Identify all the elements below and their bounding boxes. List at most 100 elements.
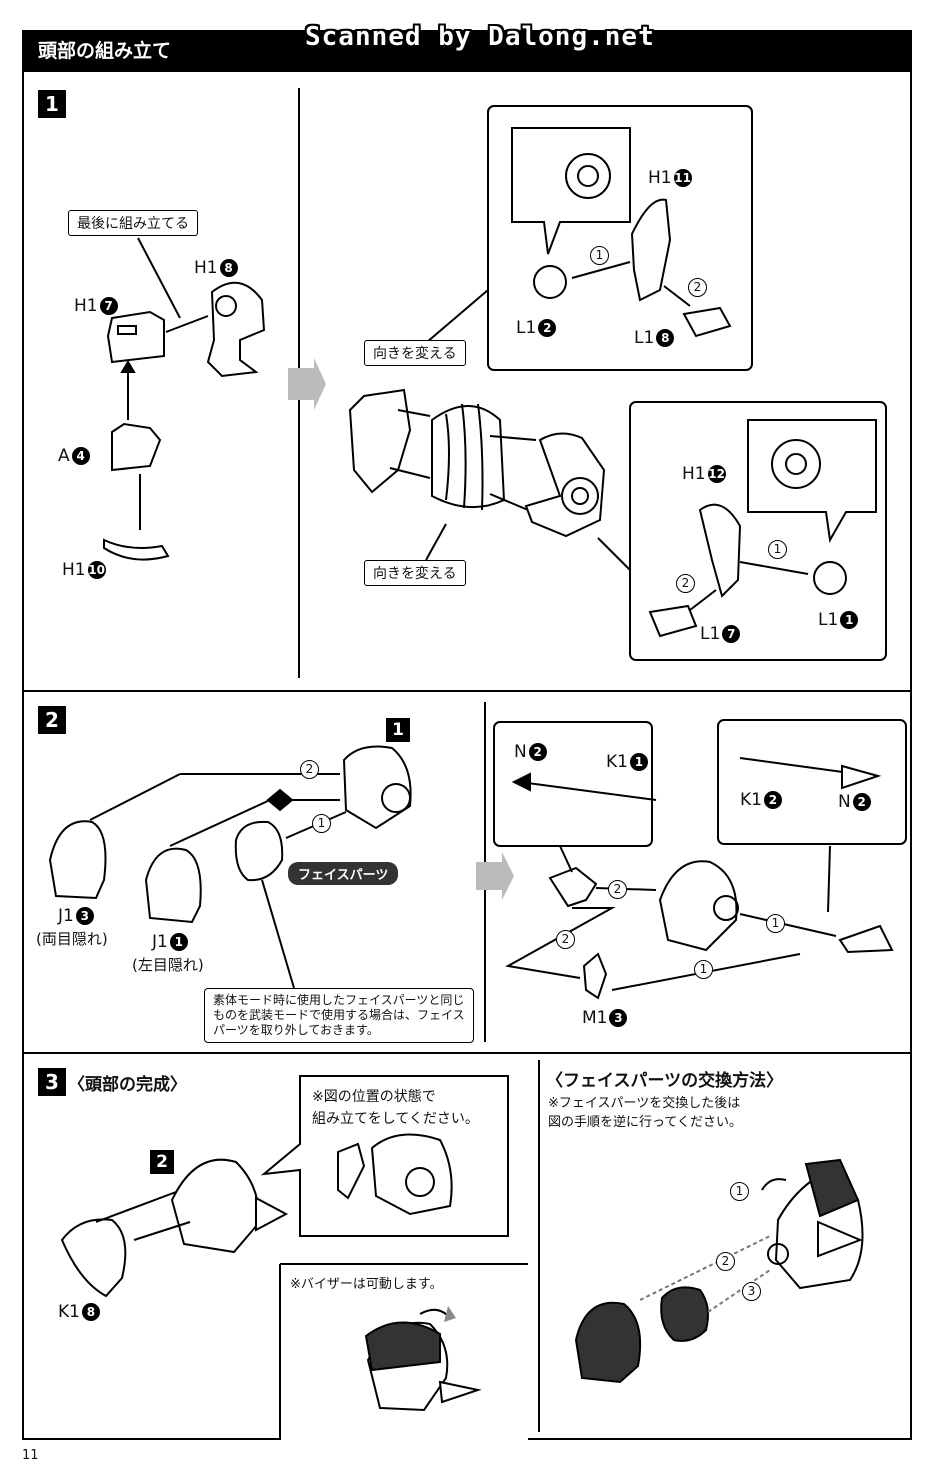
- head-assembly-1: [342, 745, 412, 830]
- head-left-side: [348, 388, 412, 494]
- label-l1-8-num: 8: [656, 329, 675, 347]
- label-n2-left-num: 2: [528, 743, 547, 761]
- step2-right-order-d1: 1: [694, 960, 713, 979]
- page-number: 11: [22, 1448, 39, 1463]
- swap-hair-part: [574, 1301, 642, 1384]
- flow-arrow-2: [476, 852, 514, 900]
- label-h1-7-num: 7: [99, 297, 118, 315]
- callout-last-assemble: 最後に組み立てる: [68, 210, 198, 236]
- label-a-4-num: 4: [71, 447, 90, 465]
- label-l1-7-num: 7: [722, 625, 741, 643]
- callout-change-direction-2: 向きを変える: [364, 560, 466, 586]
- watermark: Scanned by Dalong.net: [305, 22, 655, 52]
- head-assembly-2-ear: [713, 895, 739, 921]
- part-k1-8-visor: [60, 1218, 127, 1298]
- part-j1-1-hair: [144, 847, 202, 924]
- arrowhead-left: [511, 772, 531, 792]
- rotate-arrow-head: [444, 1306, 456, 1322]
- label-h1-11-text: H1: [648, 168, 672, 188]
- label-j1-3-text: J1: [58, 906, 74, 926]
- part-l1-1-shape: [813, 561, 847, 595]
- spike-n2-right: [841, 764, 882, 790]
- part-a-4-shape: [111, 422, 162, 472]
- swap-step-1: 1: [730, 1182, 749, 1201]
- note-visor-movable: ※バイザーは可動します。: [290, 1277, 443, 1292]
- step2-order-2: 2: [300, 760, 319, 779]
- head-assembly-1-ear: [381, 783, 411, 813]
- head-right-ear-inner: [571, 487, 589, 505]
- caption-j1-1: (左目隠れ): [132, 956, 204, 974]
- visor-raised: [364, 1321, 441, 1372]
- pointer-bottom-box: [597, 537, 631, 571]
- pointer-box-left: [559, 845, 573, 873]
- label-l1-7-text: L1: [700, 624, 721, 644]
- arrow-n2-k1-1: [519, 781, 657, 801]
- head-right-ear: [561, 477, 599, 515]
- detail-callout-bottom: [747, 419, 877, 544]
- head-side-view: [370, 1133, 453, 1216]
- label-n2-right-text: N: [838, 792, 851, 812]
- label-h1-12-text: H1: [682, 464, 706, 484]
- section-title: 頭部の組み立て: [38, 40, 172, 62]
- label-h1-8-text: H1: [194, 258, 218, 278]
- label-l1-2-text: L1: [516, 318, 537, 338]
- step-1-badge: 1: [38, 90, 66, 118]
- detail-disc-bottom-inner: [785, 453, 807, 475]
- spike-assembled-right: [838, 924, 894, 954]
- arrow-b: [739, 913, 837, 937]
- arrow-top-2: [663, 285, 691, 307]
- label-n2-right-num: 2: [852, 793, 871, 811]
- part-h1-8-shape: [206, 281, 266, 378]
- step2-right-order-c2: 2: [556, 930, 575, 949]
- swap-rotate-arrow: [761, 1178, 787, 1191]
- label-l1-1-num: 1: [840, 611, 859, 629]
- part-l1-8-shape: [682, 306, 732, 338]
- order-top-1: 1: [590, 246, 609, 265]
- side-view-bracket: [337, 1142, 366, 1200]
- step2-right-order-b1: 1: [766, 914, 785, 933]
- label-k1-2-text: K1: [740, 790, 762, 810]
- step3-divider: [538, 1060, 540, 1432]
- arrow-k1-8-1: [95, 1191, 177, 1223]
- label-j1-1-num: 1: [169, 933, 188, 951]
- pointer-face-note: [261, 879, 295, 989]
- head-swap-spike: [817, 1220, 863, 1258]
- label-h1-11-num: 11: [673, 169, 692, 187]
- detail-box-k1-2: [717, 719, 907, 845]
- face-swap-title: 〈フェイスパーツの交換方法〉: [546, 1071, 784, 1091]
- arrow-right-join-1: [489, 435, 537, 441]
- arrow-right-join-2: [489, 493, 529, 511]
- swap-arrow-3: [707, 1269, 771, 1313]
- arrow-k1-8-2: [133, 1221, 191, 1241]
- head-core-shape: [431, 405, 506, 509]
- caption-j1-3: (両目隠れ): [36, 930, 108, 948]
- order-top-2: 2: [688, 278, 707, 297]
- detail-disc-top: [565, 153, 611, 199]
- callout-change-direction-1: 向きを変える: [364, 340, 466, 366]
- part-h1-7-slot: [117, 325, 137, 335]
- head-swap-visor: [804, 1158, 860, 1218]
- head-core-hair-lines: [445, 403, 484, 511]
- label-n2-left-text: N: [514, 742, 527, 762]
- visor-view-spike: [438, 1380, 482, 1404]
- part-k1-1-small: [548, 866, 598, 908]
- swap-arrow-2: [639, 1235, 771, 1301]
- label-m1-3-text: M1: [582, 1008, 608, 1028]
- link-j1-3: [89, 773, 181, 821]
- label-m1-3-num: 3: [609, 1009, 628, 1027]
- note-assembly-position: ※図の位置の状態で 組み立てをしてください。: [312, 1089, 479, 1127]
- swap-step-2: 2: [716, 1252, 735, 1271]
- head-swap-ear: [767, 1243, 789, 1265]
- face-part-shape: [234, 820, 284, 882]
- label-j1-1-text: J1: [152, 932, 168, 952]
